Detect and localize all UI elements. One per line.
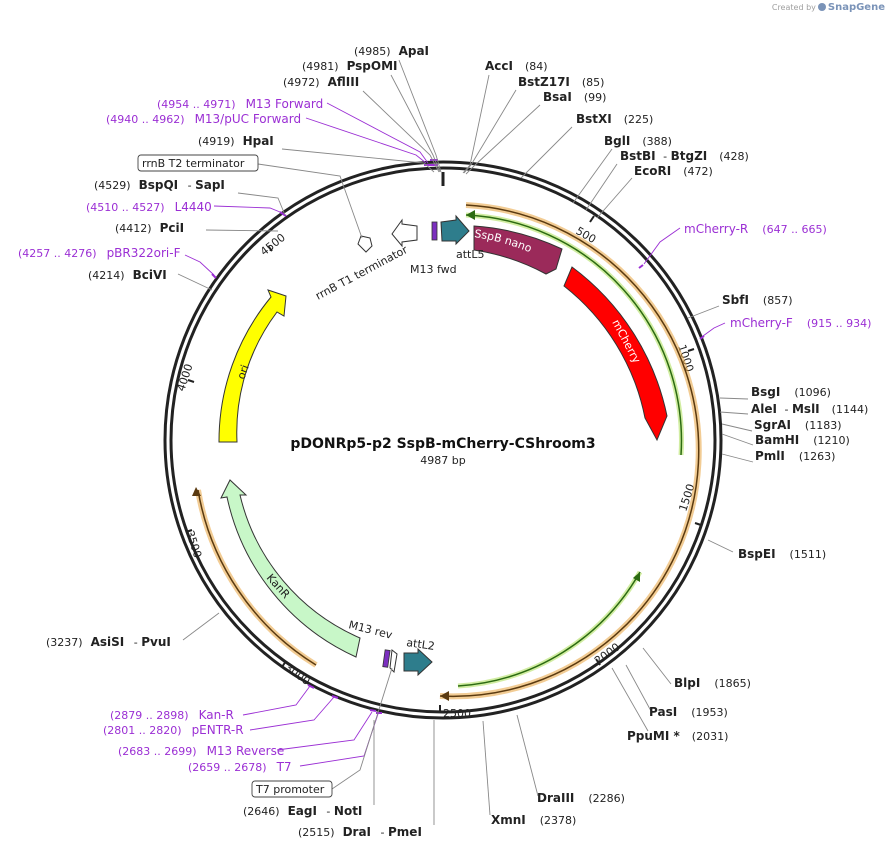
t7-promoter-label: T7 promoter bbox=[255, 783, 325, 796]
boxed-feature-labels: rrnB T2 terminator T7 promoter bbox=[137, 154, 333, 798]
orf-arc-outer-arrow bbox=[440, 691, 449, 701]
rrnb-t2-terminator-box bbox=[137, 154, 259, 172]
enzyme-label-bgli: BglI(388) bbox=[604, 134, 672, 148]
primer-label-kan-r: (2879 .. 2898)Kan-R bbox=[110, 708, 234, 722]
attl5-arrow[interactable] bbox=[440, 214, 470, 246]
plasmid-title: pDONRp5-p2 SspB-mCherry-CShroom3 bbox=[290, 436, 595, 452]
enzyme-label-bsai: BsaI(99) bbox=[543, 90, 606, 104]
primer-label-pbr322ori-f: (4257 .. 4276)pBR322ori-F bbox=[18, 246, 181, 260]
enzyme-label-eagi-noti: (2646)EagI - NotI bbox=[243, 804, 362, 818]
enzyme-label-acci: AccI(84) bbox=[485, 59, 548, 73]
enzyme-label-xmni: XmnI(2378) bbox=[491, 813, 576, 827]
enzyme-label-bstbi-btgzi: BstBI - BtgZI(428) bbox=[620, 149, 749, 163]
kanr-feature[interactable] bbox=[220, 479, 361, 658]
plasmid-length: 4987 bp bbox=[420, 454, 465, 467]
attl5-label: attL5 bbox=[456, 248, 485, 261]
enzyme-label-pspomi: (4981)PspOMI bbox=[302, 59, 398, 73]
enzyme-label-drai-pmei: (2515)DraI - PmeI bbox=[298, 825, 422, 839]
enzyme-label-aflIII: (4972)AflIII bbox=[283, 75, 359, 89]
rrnb-t1-terminator-arrow[interactable] bbox=[391, 218, 418, 248]
enzyme-label-pcii: (4412)PciI bbox=[115, 221, 184, 235]
enzyme-label-bcivi: (4214)BciVI bbox=[88, 268, 167, 282]
primer-label-mcherry-f: mCherry-F(915 .. 934) bbox=[730, 316, 871, 330]
orf-arc-outer-line bbox=[439, 204, 700, 698]
tick-label: 2500 bbox=[443, 707, 471, 720]
enzyme-label-pmli: PmlI(1263) bbox=[755, 449, 835, 463]
primer-label-m13-puc-forward: (4940 .. 4962)M13/pUC Forward bbox=[106, 112, 301, 126]
snapgene-brand: Created by SnapGene bbox=[772, 2, 885, 13]
orf-arc-kan-line bbox=[197, 489, 317, 666]
sspb-nano-feature[interactable] bbox=[473, 225, 563, 275]
rrnb-t2-terminator-arrow[interactable] bbox=[357, 235, 373, 253]
ori-feature[interactable] bbox=[218, 289, 287, 443]
backbone-inner bbox=[169, 166, 717, 714]
enzyme-label-bstz17i: BstZ17I(85) bbox=[518, 75, 604, 89]
enzyme-label-bspqi-sapi: (4529)BspQI - SapI bbox=[94, 178, 225, 192]
rrnb-t2-terminator-label: rrnB T2 terminator bbox=[142, 157, 245, 170]
primer-label-t7: (2659 .. 2678)T7 bbox=[188, 760, 292, 774]
rrnb-t1-terminator-label: rrnB T1 terminator bbox=[313, 243, 410, 303]
enzyme-label-sbfi: SbfI(857) bbox=[722, 293, 793, 307]
snapgene-logo-icon bbox=[817, 3, 826, 11]
orf-arc-green-1-line bbox=[465, 214, 683, 456]
t7-promoter-arrow[interactable] bbox=[389, 649, 398, 674]
enzyme-label-bspei: BspEI(1511) bbox=[738, 547, 826, 561]
orf-arc-kan-arrow bbox=[192, 487, 201, 496]
primer-label-pentr-r: (2801 .. 2820)pENTR-R bbox=[103, 723, 244, 737]
primer-label-m13-reverse: (2683 .. 2699)M13 Reverse bbox=[118, 744, 284, 758]
m13-fwd-label: M13 fwd bbox=[410, 263, 457, 276]
primer-label-m13-forward: (4954 .. 4971)M13 Forward bbox=[157, 97, 323, 111]
backbone-outer bbox=[163, 160, 723, 720]
mcherry-feature[interactable] bbox=[563, 266, 668, 442]
tick-label: 4000 bbox=[174, 362, 195, 393]
enzyme-label-bsgi: BsgI(1096) bbox=[751, 385, 831, 399]
enzyme-label-ecori: EcoRI(472) bbox=[634, 164, 713, 178]
enzyme-label-blpi: BlpI(1865) bbox=[674, 676, 751, 690]
enzyme-label-ppumi: PpuMI *(2031) bbox=[627, 729, 728, 743]
enzyme-label-draiii: DraIII(2286) bbox=[537, 791, 625, 805]
enzyme-leader-lines bbox=[177, 59, 754, 825]
enzyme-label-asisi-pvui: (3237)AsiSI - PvuI bbox=[46, 635, 171, 649]
created-by-label: Created by bbox=[771, 3, 816, 12]
enzyme-label-bstxi: BstXI(225) bbox=[576, 112, 653, 126]
orf-arc-green-2-arrow bbox=[633, 572, 640, 582]
attl2-arrow[interactable] bbox=[403, 647, 433, 677]
enzyme-label-alei-msli: AleI - MslI(1144) bbox=[751, 402, 868, 416]
enzyme-label-hpai: (4919)HpaI bbox=[198, 134, 274, 148]
enzyme-labels-right[interactable]: AccI(84) BstZ17I(85) BsaI(99) BstXI(225)… bbox=[485, 59, 868, 827]
primer-leader-lines bbox=[184, 102, 726, 767]
boxed-feature-leader-lines bbox=[257, 163, 393, 790]
primer-labels[interactable]: (4954 .. 4971)M13 Forward (4940 .. 4962)… bbox=[18, 97, 871, 774]
tick-marks bbox=[185, 215, 702, 712]
orf-arc-green-2-line bbox=[457, 571, 641, 687]
primer-label-mcherry-r: mCherry-R(647 .. 665) bbox=[684, 222, 827, 236]
enzyme-label-sgrai: SgrAI(1183) bbox=[754, 418, 841, 432]
enzyme-label-bamhi: BamHI(1210) bbox=[755, 433, 850, 447]
m13-fwd-marker[interactable] bbox=[431, 221, 438, 241]
enzyme-label-apai: (4985)ApaI bbox=[354, 44, 429, 58]
enzyme-labels-left[interactable]: (4985)ApaI (4981)PspOMI (4972)AflIII (49… bbox=[46, 44, 429, 839]
enzyme-label-pasi: PasI(1953) bbox=[649, 705, 728, 719]
ori-label: ori bbox=[235, 363, 252, 381]
attl2-label: attL2 bbox=[406, 636, 436, 653]
orf-arc-green-1-arrow bbox=[466, 210, 475, 220]
primer-label-l4440: (4510 .. 4527)L4440 bbox=[86, 200, 212, 214]
snapgene-name: SnapGene bbox=[827, 2, 885, 13]
t7-promoter-box bbox=[251, 780, 333, 798]
m13-rev-marker[interactable] bbox=[382, 649, 391, 668]
